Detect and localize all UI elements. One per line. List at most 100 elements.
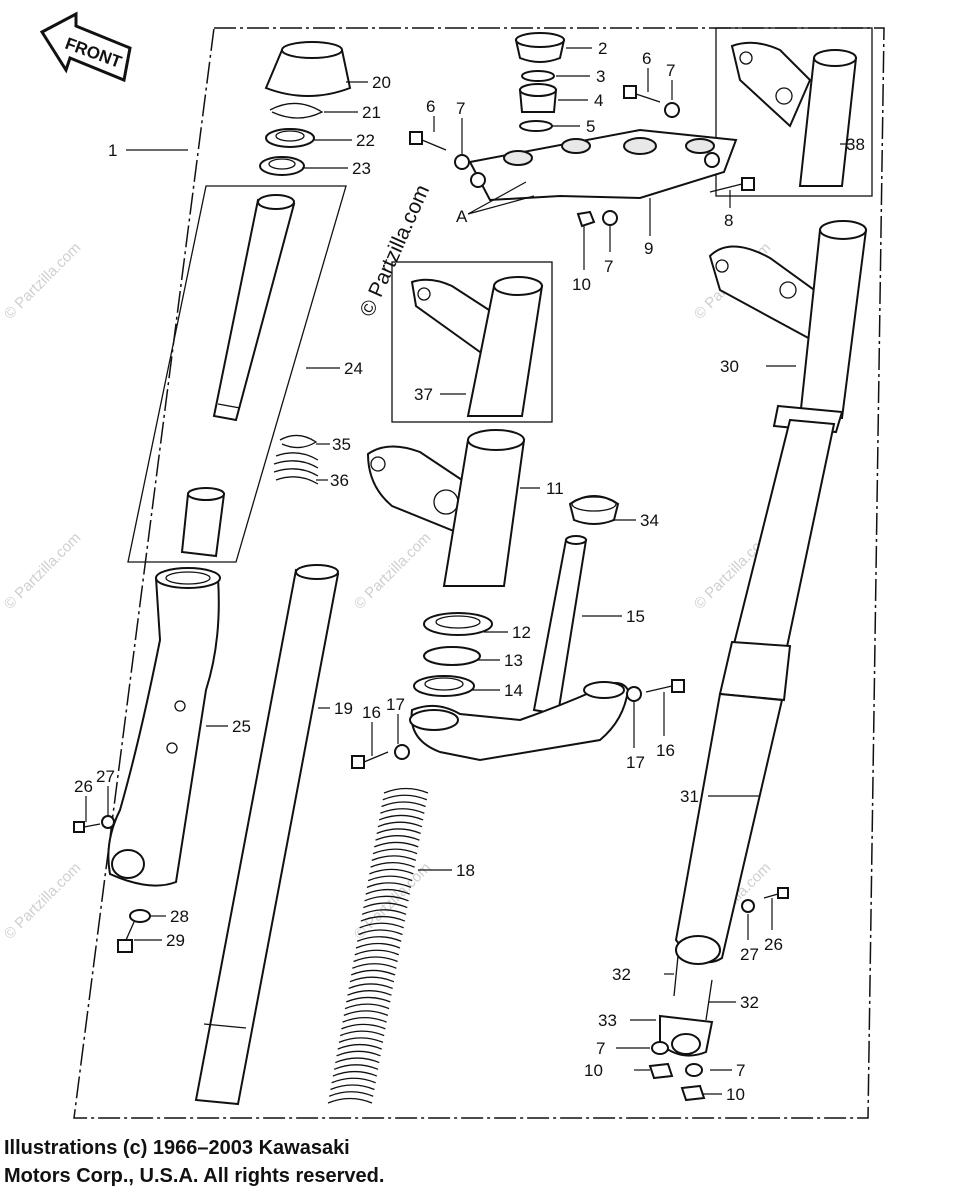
washer-23 xyxy=(259,156,305,176)
callout-label: 36 xyxy=(330,471,349,490)
collar xyxy=(180,487,226,558)
callout-label: 27 xyxy=(96,767,115,786)
callout-label: 38 xyxy=(846,135,865,154)
washer-17-right xyxy=(626,686,642,702)
cap-2 xyxy=(514,32,566,63)
inner-tube-24 xyxy=(212,194,296,422)
section-mark-leader xyxy=(467,181,535,215)
nut-10-lower-left xyxy=(648,1062,674,1080)
callout-label: 10 xyxy=(572,275,591,294)
ring-13 xyxy=(423,646,481,666)
callout-label: 14 xyxy=(504,681,523,700)
callout-label: 33 xyxy=(598,1011,617,1030)
callout-label: 5 xyxy=(586,117,595,136)
front-arrow-icon: FRONT xyxy=(39,11,132,83)
callout-label: 8 xyxy=(724,211,733,230)
callout-label: 10 xyxy=(584,1061,603,1080)
section-mark-a: A xyxy=(456,207,468,226)
callout-label: 7 xyxy=(596,1039,605,1058)
callout-label: 9 xyxy=(644,239,653,258)
bolt-6-left xyxy=(409,131,447,151)
callout-label: 22 xyxy=(356,131,375,150)
seal-12 xyxy=(423,612,493,636)
callout-label: 19 xyxy=(334,699,353,718)
watermark: © Partzilla.com xyxy=(351,859,434,942)
callout-label: 21 xyxy=(362,103,381,122)
washer-7-left xyxy=(454,154,470,170)
callout-label: 32 xyxy=(740,993,759,1012)
caption-line-1: Illustrations (c) 1966–2003 Kawasaki xyxy=(4,1137,350,1159)
callout-label: 6 xyxy=(642,49,651,68)
headlight-bracket-38 xyxy=(730,41,858,187)
watermark: © Partzilla.com xyxy=(351,529,434,612)
right-outer-tube-31 xyxy=(674,418,836,965)
bolt-16-left xyxy=(351,751,389,769)
inner-tube-subframe xyxy=(127,185,347,563)
washer-7-right xyxy=(664,102,680,118)
headlight-bracket-37 xyxy=(410,276,544,417)
bolt-26-right xyxy=(763,887,789,899)
circlip-21 xyxy=(269,102,324,119)
headlight-bracket-11 xyxy=(366,429,526,587)
stud-32-left xyxy=(673,955,679,997)
upper-bracket-9 xyxy=(468,128,738,202)
callout-label: 20 xyxy=(372,73,391,92)
bolt-6-right xyxy=(623,85,661,103)
washer-7-lower-right xyxy=(685,1063,703,1077)
callout-label: 13 xyxy=(504,651,523,670)
washer-7-upper xyxy=(602,210,618,226)
o-ring-3 xyxy=(521,70,555,82)
callout-label: 24 xyxy=(344,359,363,378)
bolt-16-right xyxy=(645,679,685,693)
spring-36 xyxy=(273,452,319,485)
callout-label: 29 xyxy=(166,931,185,950)
inner-tube-19 xyxy=(194,564,340,1106)
callout-label: 32 xyxy=(612,965,631,984)
stud-32-right xyxy=(705,979,713,1021)
bolt-29 xyxy=(117,921,135,953)
callout-label: 26 xyxy=(764,935,783,954)
left-outer-tube-25 xyxy=(107,567,221,887)
dust-seal-34 xyxy=(568,495,620,525)
callout-label: 18 xyxy=(456,861,475,880)
callout-label: 11 xyxy=(546,479,564,498)
callout-label: 26 xyxy=(74,777,93,796)
nut-4 xyxy=(518,83,558,113)
spring-coils xyxy=(327,787,429,1104)
frame-38 xyxy=(715,27,873,197)
callout-label: 16 xyxy=(362,703,381,722)
ring-35 xyxy=(279,434,318,449)
nut-10-lower-right xyxy=(680,1084,706,1102)
callout-label: 35 xyxy=(332,435,351,454)
callout-label: 2 xyxy=(598,39,607,58)
bolt-8 xyxy=(709,177,755,193)
washer-17-left xyxy=(394,744,410,760)
callout-label: 28 xyxy=(170,907,189,926)
callout-label: 7 xyxy=(456,99,465,118)
callout-label: 7 xyxy=(736,1061,745,1080)
washer-27-left xyxy=(101,815,115,829)
washer-27-right xyxy=(741,899,755,913)
callout-label: 3 xyxy=(596,67,605,86)
nut-10-upper xyxy=(576,210,596,228)
caption-line-2: Motors Corp., U.S.A. All rights reserved… xyxy=(4,1165,385,1187)
callout-label: 1 xyxy=(108,141,117,160)
oil-seal-22 xyxy=(265,128,315,148)
frame-37 xyxy=(391,261,553,423)
fork-cover-20 xyxy=(264,41,352,97)
callout-label: 31 xyxy=(680,787,699,806)
callout-label: 12 xyxy=(512,623,531,642)
steering-stem-15 xyxy=(409,535,630,762)
callout-label: 4 xyxy=(594,91,603,110)
right-outer-tube-30 xyxy=(708,220,868,434)
copyright-caption: Illustrations (c) 1966–2003 Kawasaki Mot… xyxy=(4,1134,964,1190)
bolt-26-left xyxy=(73,821,101,833)
callout-label: 17 xyxy=(626,753,645,772)
washer-14 xyxy=(413,675,475,697)
leader-lines xyxy=(85,47,850,1095)
watermark: © Partzilla.com xyxy=(1,239,84,322)
watermark: © Partzilla.com xyxy=(1,529,84,612)
callout-label: 7 xyxy=(666,61,675,80)
callout-label: 15 xyxy=(626,607,645,626)
